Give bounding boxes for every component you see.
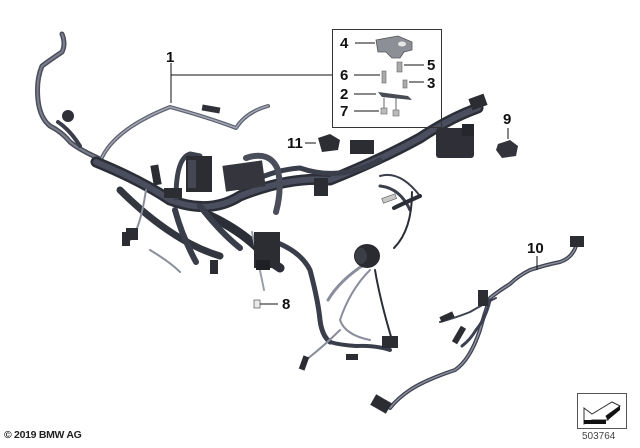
callout-4[interactable]: 4: [340, 35, 349, 52]
callout-2[interactable]: 2: [340, 86, 349, 103]
callout-7[interactable]: 7: [340, 103, 349, 120]
upper-harness-branch: [35, 31, 270, 164]
callout-11[interactable]: 11: [287, 135, 303, 152]
secondary-harness-connectors: [370, 236, 584, 414]
inset-box: [332, 29, 442, 128]
main-harness-trunk: [90, 102, 484, 361]
callout-1-leader: [170, 63, 332, 103]
callout-5[interactable]: 5: [427, 57, 436, 74]
connector-cap: [496, 128, 518, 158]
diagram-number: 503764: [582, 431, 616, 442]
harness-connectors: [122, 93, 488, 371]
inset-mount-parts: [354, 35, 424, 117]
callout-9[interactable]: 9: [503, 111, 512, 128]
callout-6[interactable]: 6: [340, 67, 349, 84]
callout-8[interactable]: 8: [282, 296, 291, 313]
callout-1[interactable]: 1: [166, 49, 175, 66]
small-cover-part: [305, 134, 340, 152]
callout-10[interactable]: 10: [527, 240, 544, 257]
copyright-notice: © 2019 BMW AG: [4, 429, 82, 441]
orientation-symbol-box: [577, 393, 627, 429]
callout-3[interactable]: 3: [427, 75, 436, 92]
secondary-harness: [388, 244, 578, 410]
ring-terminal: [253, 299, 278, 309]
arrow-orientation-icon: [583, 401, 621, 425]
upper-branch-clip: [62, 104, 221, 122]
